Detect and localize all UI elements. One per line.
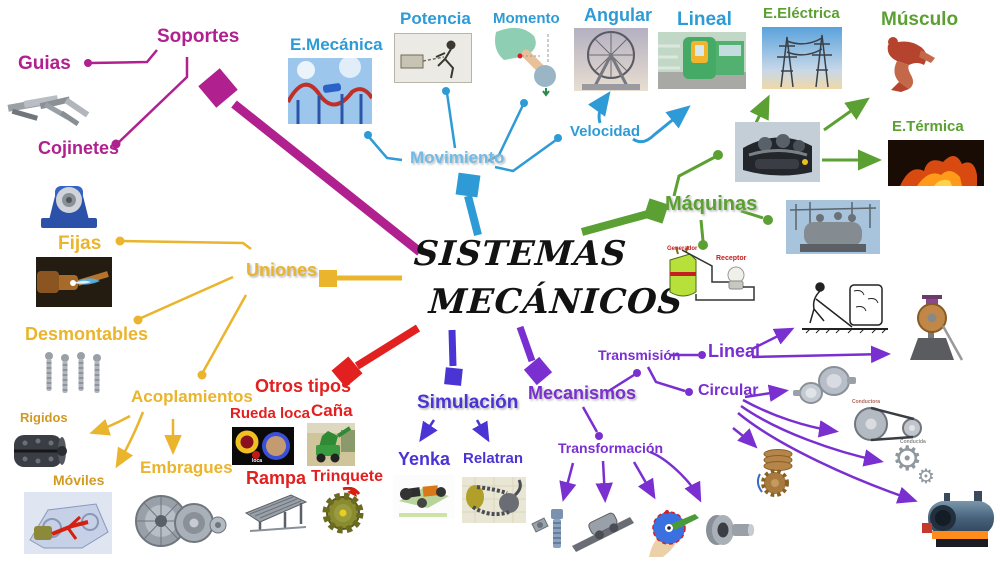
node-uniones[interactable]: Uniones (246, 260, 318, 280)
image-cana-harvester[interactable] (307, 423, 355, 466)
image-tornillo-sinfin-worm-gear[interactable] (754, 448, 800, 498)
image-caldera-boiler[interactable] (920, 487, 1000, 557)
node-rigidos[interactable]: Rigidos (20, 410, 68, 425)
image-trinquete-ratchet[interactable] (317, 487, 369, 535)
node-angular[interactable]: Angular (584, 5, 653, 25)
node-lineal-mecanismos[interactable]: Lineal (708, 341, 761, 361)
image-guias[interactable] (4, 88, 100, 128)
central-title-line1: SISTEMAS (412, 234, 629, 274)
node-soportes[interactable]: Soportes (157, 26, 240, 47)
node-yenka[interactable]: Yenka (398, 449, 451, 469)
image-acoplamientos-moviles-drivetrain[interactable] (24, 492, 112, 554)
node-velocidad[interactable]: Velocidad (570, 123, 641, 140)
node-simulacion[interactable]: Simulación (417, 392, 519, 413)
image-angular-ferris-wheel[interactable] (574, 28, 648, 91)
image-momento-arm[interactable] (490, 26, 558, 100)
node-movimiento[interactable]: Movimiento (410, 148, 505, 167)
image-soldadura-welding[interactable] (36, 257, 112, 307)
image-rampa[interactable] (241, 490, 309, 534)
conducida-label: Conducida (900, 439, 926, 445)
image-rueda-loca[interactable]: loca (232, 427, 294, 465)
image-polea-pulley[interactable] (900, 294, 966, 362)
node-acoplamientos[interactable]: Acoplamientos (131, 387, 253, 406)
node-maquinas[interactable]: Máquinas (665, 193, 758, 215)
image-palanca-lever[interactable] (798, 279, 892, 337)
node-e-electrica[interactable]: E.Eléctrica (763, 5, 840, 22)
branch-simulacion-lines (419, 329, 490, 443)
image-e-termica-fire[interactable] (888, 140, 984, 186)
node-lineal-movimiento[interactable]: Lineal (677, 9, 732, 30)
branch-uniones-lines (89, 236, 402, 469)
branch-movimiento-lines (364, 87, 691, 236)
image-relatran-chain-drive[interactable] (462, 477, 526, 523)
conductora-label: Conductora (852, 399, 881, 405)
node-circular[interactable]: Circular (698, 382, 759, 399)
branch-mecanismos-lines (516, 325, 918, 504)
generador-label: Generador (667, 246, 698, 252)
gear-icon: ⚙ (892, 439, 923, 479)
receptor-label: Receptor (716, 255, 747, 262)
image-cojinetes[interactable] (36, 176, 102, 232)
node-otros-tipos[interactable]: Otros tipos (255, 376, 352, 396)
node-cana[interactable]: Caña (311, 401, 353, 420)
loca-label: loca (252, 458, 263, 464)
node-e-mecanica[interactable]: E.Mecánica (290, 35, 383, 54)
branch-otros-tipos-lines (331, 324, 421, 388)
image-e-electrica-towers[interactable] (762, 27, 842, 89)
central-title-line2: MECÁNICOS (427, 282, 685, 322)
image-musculo-figure[interactable] (873, 32, 941, 94)
image-engranajes-gears[interactable]: ⚙ ⚙ (892, 442, 936, 492)
node-desmontables[interactable]: Desmontables (25, 324, 149, 344)
image-embrague-clutch[interactable] (134, 486, 228, 556)
node-transformacion[interactable]: Transformación (558, 440, 664, 456)
node-embragues[interactable]: Embragues (140, 458, 233, 477)
image-tornillo-tuerca[interactable] (526, 504, 572, 554)
node-rampa[interactable]: Rampa (246, 468, 307, 488)
image-tornillos-bolts[interactable] (38, 351, 110, 395)
node-e-termica[interactable]: E.Térmica (892, 118, 964, 135)
node-moviles[interactable]: Móviles (53, 472, 105, 488)
image-leva-cam[interactable] (703, 508, 755, 552)
node-mecanismos[interactable]: Mecanismos (528, 383, 637, 403)
node-momento[interactable]: Momento (493, 10, 560, 27)
image-yenka-simulation[interactable] (393, 475, 455, 519)
image-ruedas-friccion[interactable] (792, 362, 856, 410)
node-rueda-loca[interactable]: Rueda loca (230, 405, 311, 422)
node-musculo[interactable]: Músculo (881, 9, 959, 30)
branch-soportes-lines (84, 49, 423, 256)
image-correa-belt-drive[interactable]: Conductora Conducida (848, 400, 930, 446)
node-transmision[interactable]: Transmisión (598, 347, 681, 363)
image-potencia-sketch[interactable] (394, 33, 472, 83)
image-e-mecanica-rollercoaster[interactable] (288, 58, 372, 124)
image-lineal-train[interactable] (658, 32, 746, 89)
branch-maquinas-lines (580, 94, 882, 250)
image-manivela-crank-diagram[interactable] (644, 503, 702, 557)
node-cojinetes[interactable]: Cojinetes (38, 138, 120, 158)
image-transformer[interactable] (786, 200, 880, 254)
image-rodillo-rampa[interactable] (570, 508, 636, 552)
image-generador-receptor-circuit[interactable]: Generador Receptor (656, 242, 764, 308)
node-fijas[interactable]: Fijas (58, 233, 102, 254)
image-engine[interactable] (735, 122, 820, 182)
node-potencia[interactable]: Potencia (400, 9, 471, 28)
image-acoplamiento-rigido[interactable] (10, 429, 68, 473)
node-relatran[interactable]: Relatran (463, 450, 524, 467)
node-trinquete[interactable]: Trinquete (311, 468, 384, 485)
node-guias[interactable]: Guias (18, 53, 71, 74)
gear-icon-small: ⚙ (917, 464, 935, 488)
